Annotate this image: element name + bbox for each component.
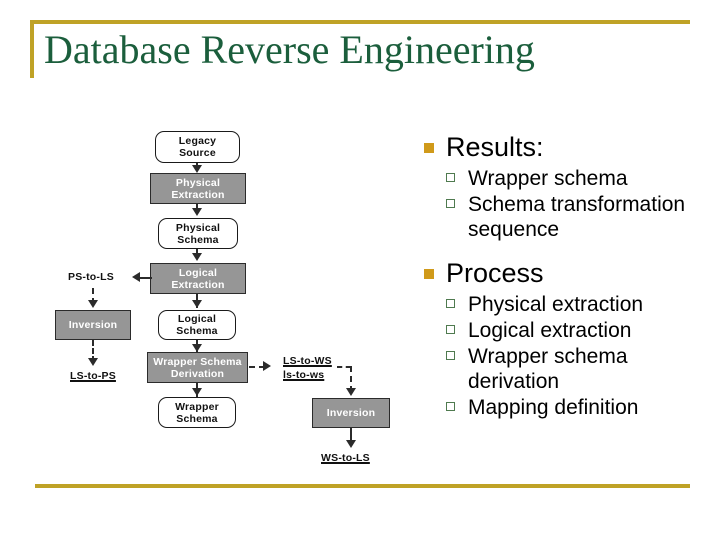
arrowhead-physical-schema-to-logical-extraction — [192, 253, 202, 261]
bullet-hollow-square-icon — [446, 199, 455, 208]
outline-item-process-label: Process — [446, 258, 544, 288]
node-wrapper-schema-derivation-line2: Derivation — [170, 367, 225, 380]
outline-item-process: Process — [418, 256, 708, 290]
node-logical-schema-line2: Schema — [176, 325, 218, 337]
footer-rule — [35, 484, 690, 488]
map-label-ls-to-ws: LS-to-WS — [283, 355, 332, 367]
arrowhead-inversion-left-to-ls-to-ps — [88, 358, 98, 366]
connector-inversion-left-to-ls-to-ps — [92, 340, 94, 362]
node-wrapper-schema: Wrapper Schema — [158, 397, 236, 428]
bullet-square-icon — [424, 143, 434, 153]
outline-subitem: Schema transformation sequence — [418, 192, 708, 242]
map-label-ls-to-ps: LS-to-PS — [70, 370, 116, 382]
outline-subitem: Wrapper schema — [418, 166, 708, 191]
node-logical-schema: Logical Schema — [158, 310, 236, 340]
bullet-hollow-square-icon — [446, 325, 455, 334]
node-physical-schema: Physical Schema — [158, 218, 238, 249]
bullet-hollow-square-icon — [446, 299, 455, 308]
outline-subitem-label: Logical extraction — [468, 319, 632, 342]
arrowhead-legacy-to-physical-extraction — [192, 165, 202, 173]
node-physical-extraction-line1: Physical — [175, 176, 221, 189]
node-logical-schema-line1: Logical — [177, 313, 217, 325]
node-inversion-right-label: Inversion — [326, 407, 376, 419]
connector-inversion-right-to-ws-to-ls — [350, 428, 352, 446]
node-legacy-source: Legacy Source — [155, 131, 240, 163]
node-inversion-left: Inversion — [55, 310, 131, 340]
outline-subitem-label: Mapping definition — [468, 396, 639, 419]
connector-ls-to-ws-to-inversion-right — [350, 366, 352, 392]
map-label-ls-to-ws-alt: ls-to-ws — [283, 369, 325, 381]
outline-item-results: Results: — [418, 130, 708, 164]
connector-wrapper-derivation-to-ls-to-ws — [249, 366, 265, 368]
outline-item-results-label: Results: — [446, 132, 544, 162]
node-inversion-left-label: Inversion — [68, 319, 118, 331]
outline-sublist-process: Physical extraction Logical extraction W… — [418, 292, 708, 420]
bullet-hollow-square-icon — [446, 402, 455, 411]
outline-subitem: Physical extraction — [418, 292, 708, 317]
title-left-rule — [30, 20, 34, 78]
node-wrapper-schema-line2: Schema — [176, 412, 218, 425]
node-legacy-source-line2: Source — [179, 147, 216, 159]
outline-sublist-results: Wrapper schema Schema transformation seq… — [418, 166, 708, 242]
connector-ls-to-ws-elbow-horizontal — [337, 366, 351, 368]
arrowhead-wrapper-derivation-to-ls-to-ws — [263, 361, 271, 371]
node-logical-extraction-line2: Extraction — [171, 278, 225, 291]
outline-subitem: Logical extraction — [418, 318, 708, 343]
reverse-engineering-flow-diagram: Legacy Source Physical Extraction Physic… — [55, 131, 390, 464]
node-wrapper-schema-line1: Wrapper — [175, 400, 219, 413]
outline-subitem-label: Wrapper schema derivation — [468, 345, 628, 393]
bullet-hollow-square-icon — [446, 351, 455, 360]
node-wrapper-schema-derivation: Wrapper Schema Derivation — [147, 352, 248, 383]
bullet-hollow-square-icon — [446, 173, 455, 182]
arrowhead-ps-to-ls-to-inversion-left — [88, 300, 98, 308]
outline-subitem: Mapping definition — [418, 395, 708, 420]
node-logical-extraction-line1: Logical — [178, 266, 218, 279]
bullet-square-icon — [424, 269, 434, 279]
node-wrapper-schema-derivation-line1: Wrapper Schema — [153, 355, 242, 368]
outline-subitem-label: Wrapper schema — [468, 167, 628, 190]
arrowhead-logical-extraction-to-logical-schema — [192, 300, 202, 308]
arrowhead-wrapper-derivation-to-wrapper-schema — [192, 388, 202, 396]
node-physical-extraction-line2: Extraction — [171, 188, 225, 201]
connector-logical-extraction-to-ps-to-ls — [140, 277, 152, 279]
page-title: Database Reverse Engineering — [44, 27, 535, 72]
outline-content: Results: Wrapper schema Schema transform… — [418, 130, 708, 421]
node-inversion-right: Inversion — [312, 398, 390, 428]
map-label-ps-to-ls: PS-to-LS — [68, 271, 114, 283]
node-legacy-source-line1: Legacy — [178, 135, 217, 147]
arrowhead-logical-extraction-to-ps-to-ls — [132, 272, 140, 282]
node-physical-extraction: Physical Extraction — [150, 173, 246, 204]
outline-subitem-label: Schema transformation sequence — [468, 193, 686, 241]
arrowhead-inversion-right-to-ws-to-ls — [346, 440, 356, 448]
node-logical-extraction: Logical Extraction — [150, 263, 246, 294]
arrowhead-ls-to-ws-to-inversion-right — [346, 388, 356, 396]
connector-ps-to-ls-to-inversion-left — [92, 288, 94, 304]
node-physical-schema-line2: Schema — [177, 233, 219, 246]
map-label-ws-to-ls: WS-to-LS — [321, 452, 370, 464]
outline-subitem: Wrapper schema derivation — [418, 344, 708, 394]
arrowhead-logical-schema-to-wrapper-derivation — [192, 344, 202, 352]
node-physical-schema-line1: Physical — [175, 221, 221, 234]
title-top-rule — [30, 20, 690, 24]
outline-subitem-label: Physical extraction — [468, 293, 644, 316]
arrowhead-physical-extraction-to-physical-schema — [192, 208, 202, 216]
